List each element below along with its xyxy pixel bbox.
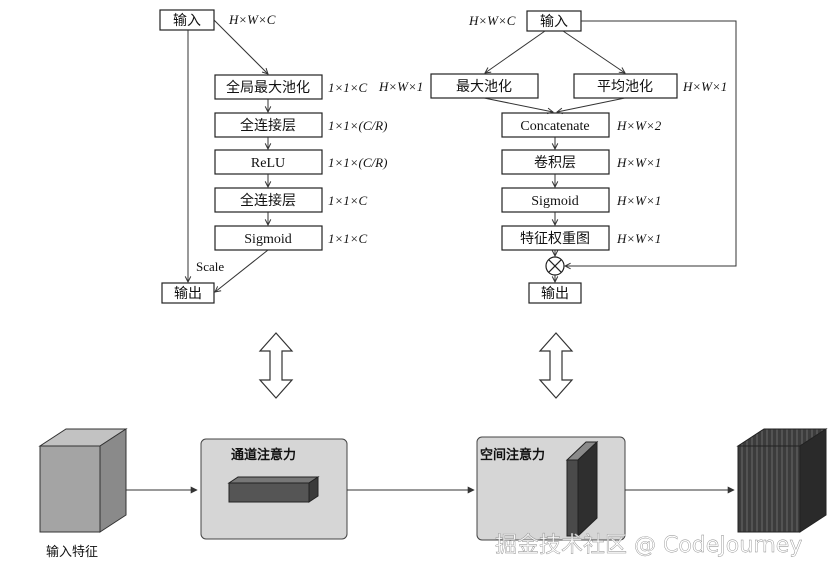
spatial-avgpool-dim: H×W×1 <box>682 79 727 94</box>
channel-scale-label: Scale <box>196 259 224 274</box>
channel-step-label: Sigmoid <box>244 232 291 247</box>
channel-step-label: 全连接层 <box>240 117 296 134</box>
channel-step-dim: 1×1×C <box>328 231 368 246</box>
channel-input-label: 输入 <box>173 13 201 29</box>
input-feature-cube <box>38 428 128 533</box>
channel-relu-box <box>214 149 323 175</box>
spatial-step-label: 卷积层 <box>534 155 576 171</box>
channel-step-dim: 1×1×C <box>328 80 368 95</box>
channel-step-label: ReLU <box>251 156 285 171</box>
spatial-avgpool-label: 平均池化 <box>597 79 653 95</box>
connector-arrow <box>483 97 553 112</box>
spatial-conv-box <box>501 149 610 175</box>
spatial-maxpool-label: 最大池化 <box>456 79 512 95</box>
channel-output-label: 输出 <box>174 286 202 302</box>
spatial-step-label: Sigmoid <box>531 194 578 209</box>
spatial-output-label: 输出 <box>541 286 569 302</box>
channel-global-maxpool-box <box>214 74 323 100</box>
connector-arrow <box>485 30 546 73</box>
channel-input-dim: H×W×C <box>228 12 276 27</box>
channel-step-dim: 1×1×C <box>328 193 368 208</box>
channel-sigmoid-box <box>214 225 323 251</box>
channel-attention-flow: 输入 H×W×C 全局最大池化 1×1×C 全连接层 1×1×(C/R) ReL… <box>159 9 387 304</box>
input-feature-label: 输入特征 <box>46 544 98 560</box>
refined-feature-cube <box>736 428 828 533</box>
channel-output-box <box>161 282 215 304</box>
double-arrow-icon <box>258 332 294 399</box>
spatial-avgpool-box <box>573 73 678 99</box>
spatial-sigmoid-box <box>501 187 610 213</box>
multiply-icon <box>545 256 565 276</box>
connector-arrow <box>565 20 737 266</box>
spatial-step-dim: H×W×1 <box>616 155 661 170</box>
spatial-step-dim: H×W×2 <box>616 118 662 133</box>
spatial-attention-label: 空间注意力 <box>480 447 545 463</box>
spatial-step-label: 特征权重图 <box>520 231 590 247</box>
channel-attention-bar <box>227 476 320 503</box>
spatial-input-dim: H×W×C <box>468 13 516 28</box>
connector-arrow <box>213 19 268 74</box>
channel-fc1-box <box>214 112 323 138</box>
spatial-attention-slab <box>565 440 599 538</box>
double-arrow-icon <box>538 332 574 399</box>
watermark-text: 掘金技术社区 @ CodeJourney <box>495 533 802 558</box>
spatial-attention-flow: 输入 H×W×C 最大池化 H×W×1 平均池化 H×W×1 Concatena… <box>378 10 737 304</box>
spatial-concatenate-box <box>501 112 610 138</box>
connector-arrow <box>215 249 269 292</box>
spatial-input-label: 输入 <box>540 14 568 30</box>
spatial-weightmap-box <box>501 225 610 251</box>
spatial-output-box <box>528 282 582 304</box>
channel-step-label: 全连接层 <box>240 192 296 209</box>
spatial-step-dim: H×W×1 <box>616 231 661 246</box>
channel-step-dim: 1×1×(C/R) <box>328 155 387 170</box>
spatial-step-dim: H×W×1 <box>616 193 661 208</box>
spatial-maxpool-dim: H×W×1 <box>378 79 423 94</box>
channel-step-label: 全局最大池化 <box>226 79 310 96</box>
connector-arrow <box>557 97 626 112</box>
connector-arrow <box>562 30 625 73</box>
spatial-step-label: Concatenate <box>520 119 589 134</box>
channel-attention-label: 通道注意力 <box>231 447 296 463</box>
channel-step-dim: 1×1×(C/R) <box>328 118 387 133</box>
